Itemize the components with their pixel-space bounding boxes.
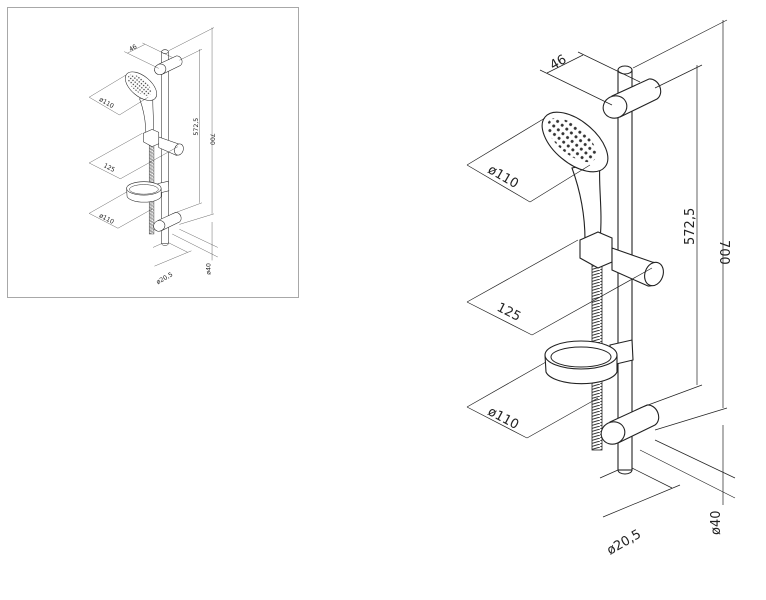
bottom-wall-bracket — [600, 404, 660, 445]
main-drawing: 46 700 572,5 ø110 125 ø110 ø40 ø20,5 — [466, 19, 736, 558]
dim-head-diameter: ø110 — [485, 162, 521, 191]
soap-dish — [544, 339, 634, 385]
dimension-lines — [466, 19, 736, 518]
dim-bracket-depth: 46 — [548, 52, 570, 73]
dim-dish-diameter: ø110 — [485, 404, 521, 433]
thumbnail-drawing — [88, 27, 219, 287]
hand-shower — [541, 111, 609, 241]
thumbnail-frame[interactable] — [7, 7, 299, 298]
dim-holder-projection: 125 — [494, 300, 523, 325]
dim-total-length: 700 — [716, 240, 731, 265]
top-wall-bracket — [602, 78, 662, 119]
dim-bracket-diameter: ø40 — [709, 511, 724, 536]
dim-bracket-spacing: 572,5 — [683, 208, 698, 245]
dim-rail-diameter: ø20,5 — [605, 527, 644, 558]
slider-holder — [579, 231, 664, 287]
